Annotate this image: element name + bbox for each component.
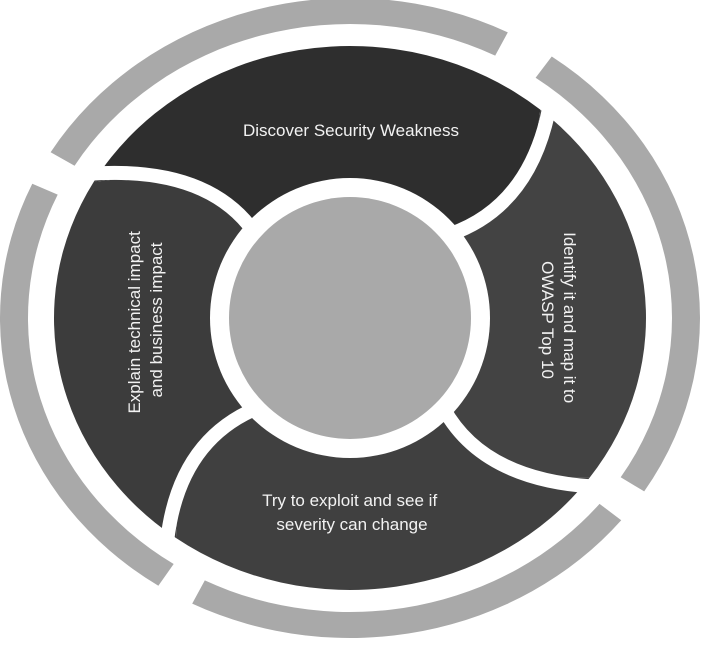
segment-bottom-label-line: Try to exploit and see if	[262, 491, 437, 510]
segment-bottom-label-line: severity can change	[276, 515, 427, 534]
segment-top-label-line: Discover Security Weakness	[243, 121, 459, 140]
segment-bottom[interactable]	[176, 408, 590, 590]
outer-ring-arc-bottom	[192, 503, 622, 638]
segment-top-label: Discover Security Weakness	[243, 121, 459, 140]
dividers	[88, 105, 594, 543]
segment-left-label-line: Explain technical impact	[125, 231, 144, 414]
segment-left-label: Explain technical impact and business im…	[125, 226, 166, 413]
divider-bottom-right	[437, 404, 594, 494]
outer-ring-arc-right	[535, 56, 701, 492]
segment-right[interactable]	[443, 109, 647, 478]
segment-right-label-line: Identify it and map it to	[560, 232, 579, 403]
divider-top-right	[447, 105, 557, 242]
segment-right-label-line: OWASP Top 10	[538, 261, 557, 379]
center-circle	[229, 197, 471, 439]
outer-ring-arc-left	[0, 183, 174, 586]
outer-ring-arc-top	[50, 0, 508, 166]
divider-top-left	[88, 165, 260, 236]
segment-right-label: Identify it and map it to OWASP Top 10	[538, 232, 579, 408]
segment-left[interactable]	[53, 178, 257, 539]
segment-bottom-label: Try to exploit and see if severity can c…	[262, 491, 442, 534]
divider-bottom-left	[160, 401, 260, 543]
segment-left-label-line: and business impact	[147, 242, 166, 397]
